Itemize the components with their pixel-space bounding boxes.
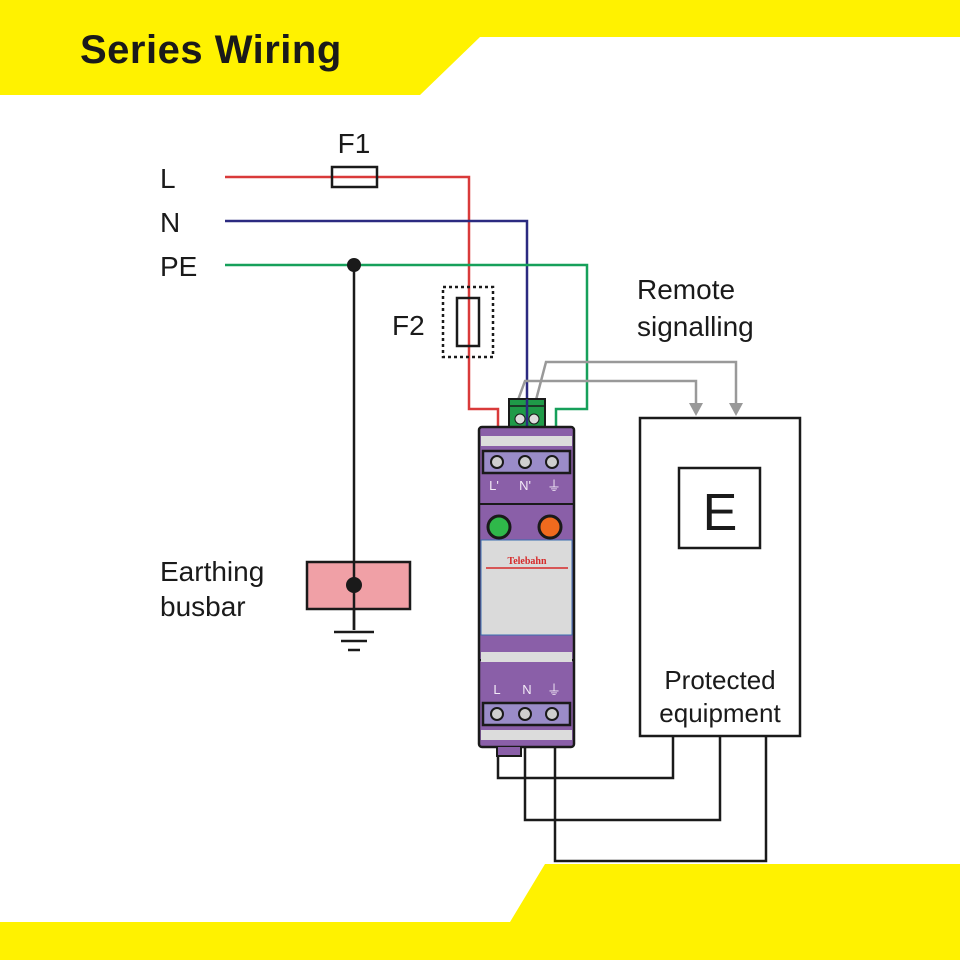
label-n: N: [160, 207, 180, 238]
remote-signalling-line2: signalling: [637, 311, 754, 342]
fuse-f1: [330, 165, 379, 189]
earthing-label-line1: Earthing: [160, 556, 264, 587]
output-wires: [496, 736, 768, 863]
indicator-orange: [537, 514, 563, 540]
equipment-symbol-box: [677, 466, 762, 550]
brand-logo: Telebahn: [507, 556, 547, 567]
earthing-label-line2: busbar: [160, 591, 246, 622]
top-terminal-earth: ⏚: [547, 478, 561, 494]
equipment-label-line2: equipment: [659, 698, 781, 728]
page-title: Series Wiring: [80, 28, 342, 72]
bottom-banner: [0, 864, 960, 960]
bottom-terminal-earth: ⏚: [547, 682, 561, 698]
bottom-terminal-screws: [490, 707, 559, 721]
label-l: L: [160, 163, 176, 194]
label-f2: F2: [392, 310, 425, 341]
label-f1: F1: [338, 128, 371, 159]
signalling-connector: [508, 398, 546, 428]
busbar-junction-dot: [346, 577, 362, 593]
signal-wire-2: [534, 360, 738, 404]
line-n-wire: [225, 219, 529, 420]
indicator-green: [486, 514, 512, 540]
signal-wire-1: [516, 379, 698, 404]
protected-equipment-box: [638, 416, 802, 738]
line-pe-wire: [225, 263, 589, 428]
fuse-f2: [455, 296, 481, 348]
signal-arrow-2: [729, 403, 743, 416]
surge-protection-device: [477, 425, 576, 757]
top-banner: [0, 0, 960, 95]
fuse-f2-enclosure: [441, 285, 495, 359]
signal-arrow-1: [689, 403, 703, 416]
label-pe: PE: [160, 251, 197, 282]
equipment-label-line1: Protected: [664, 665, 775, 695]
bottom-terminal-n: N: [522, 682, 531, 697]
remote-signalling-line1: Remote: [637, 274, 735, 305]
bottom-terminal-l: L: [493, 682, 500, 697]
top-terminal-l: L': [489, 478, 499, 493]
top-terminal-n: N': [519, 478, 531, 493]
top-terminal-screws: [490, 455, 559, 469]
ground-icon: [334, 630, 374, 652]
line-l-wire: [225, 175, 500, 428]
equipment-symbol: E: [703, 484, 738, 542]
